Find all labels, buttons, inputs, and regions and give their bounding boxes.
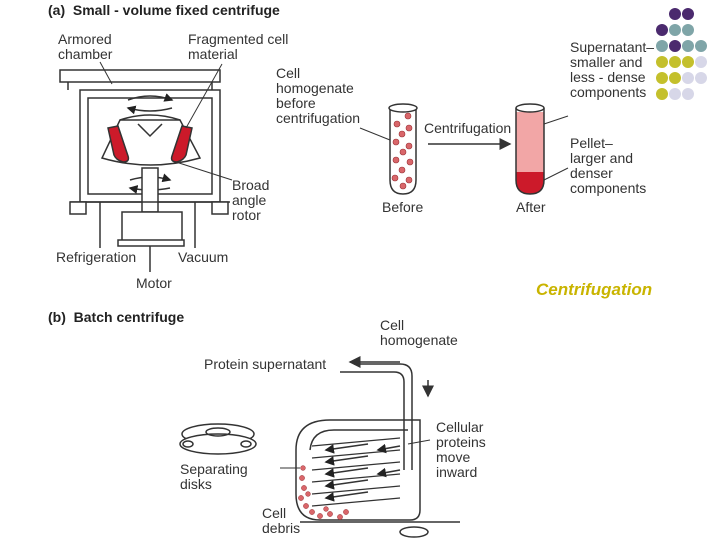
decor-dot	[682, 72, 694, 84]
decor-dot	[669, 8, 681, 20]
decor-dot	[656, 24, 668, 36]
decor-dot	[682, 8, 694, 20]
decor-dot	[682, 88, 694, 100]
part-b-heading: (b) Batch centrifuge	[48, 309, 185, 325]
decor-dot	[682, 56, 694, 68]
cellular-proteins-label: Cellular proteins move inward	[436, 419, 486, 480]
decor-dot	[682, 40, 694, 52]
pellet-label: Pellet– larger and denser components	[570, 135, 647, 196]
refrigeration-label: Refrigeration	[56, 249, 137, 265]
decor-dot	[695, 72, 707, 84]
cell-debris-dots	[298, 465, 349, 520]
decor-dot	[669, 72, 681, 84]
motor-label: Motor	[136, 275, 172, 291]
protein-supernatant-label: Protein supernatant	[204, 356, 327, 372]
decor-dot	[669, 56, 681, 68]
decor-dot	[656, 72, 668, 84]
slide-title: Centrifugation	[536, 280, 653, 299]
after-label: After	[516, 199, 546, 215]
decor-dot	[656, 88, 668, 100]
before-label: Before	[382, 199, 424, 215]
separating-disks-label: Separating disks	[180, 461, 248, 492]
fragmented-cell-label: Fragmented cell material	[188, 31, 289, 62]
cell-homogenate-before-label: Cell homogenate before centrifugation	[276, 65, 361, 126]
supernatant-label: Supernatant– smaller and less - dense co…	[570, 39, 655, 100]
cell-debris-label: Cell debris	[262, 505, 301, 536]
broad-angle-rotor-label: Broad angle rotor	[232, 177, 270, 223]
centrifugation-arrow-label: Centrifugation	[424, 120, 512, 136]
fixed-centrifuge	[59, 61, 233, 272]
decor-dot	[695, 56, 707, 68]
decor-dot	[669, 24, 681, 36]
decor-dot	[669, 40, 681, 52]
decor-dot	[669, 88, 681, 100]
decor-dot	[695, 40, 707, 52]
cell-homogenate-label: Cell homogenate	[380, 317, 458, 348]
before-tube	[359, 103, 418, 195]
armored-chamber-label: Armored chamber	[58, 31, 113, 62]
decor-dot	[682, 24, 694, 36]
batch-centrifuge	[179, 356, 460, 538]
vacuum-label: Vacuum	[178, 249, 229, 265]
after-tube	[515, 103, 569, 195]
decor-dot	[656, 56, 668, 68]
part-a-heading: (a) Small - volume fixed centrifuge	[48, 2, 280, 18]
decor-dot	[656, 40, 668, 52]
